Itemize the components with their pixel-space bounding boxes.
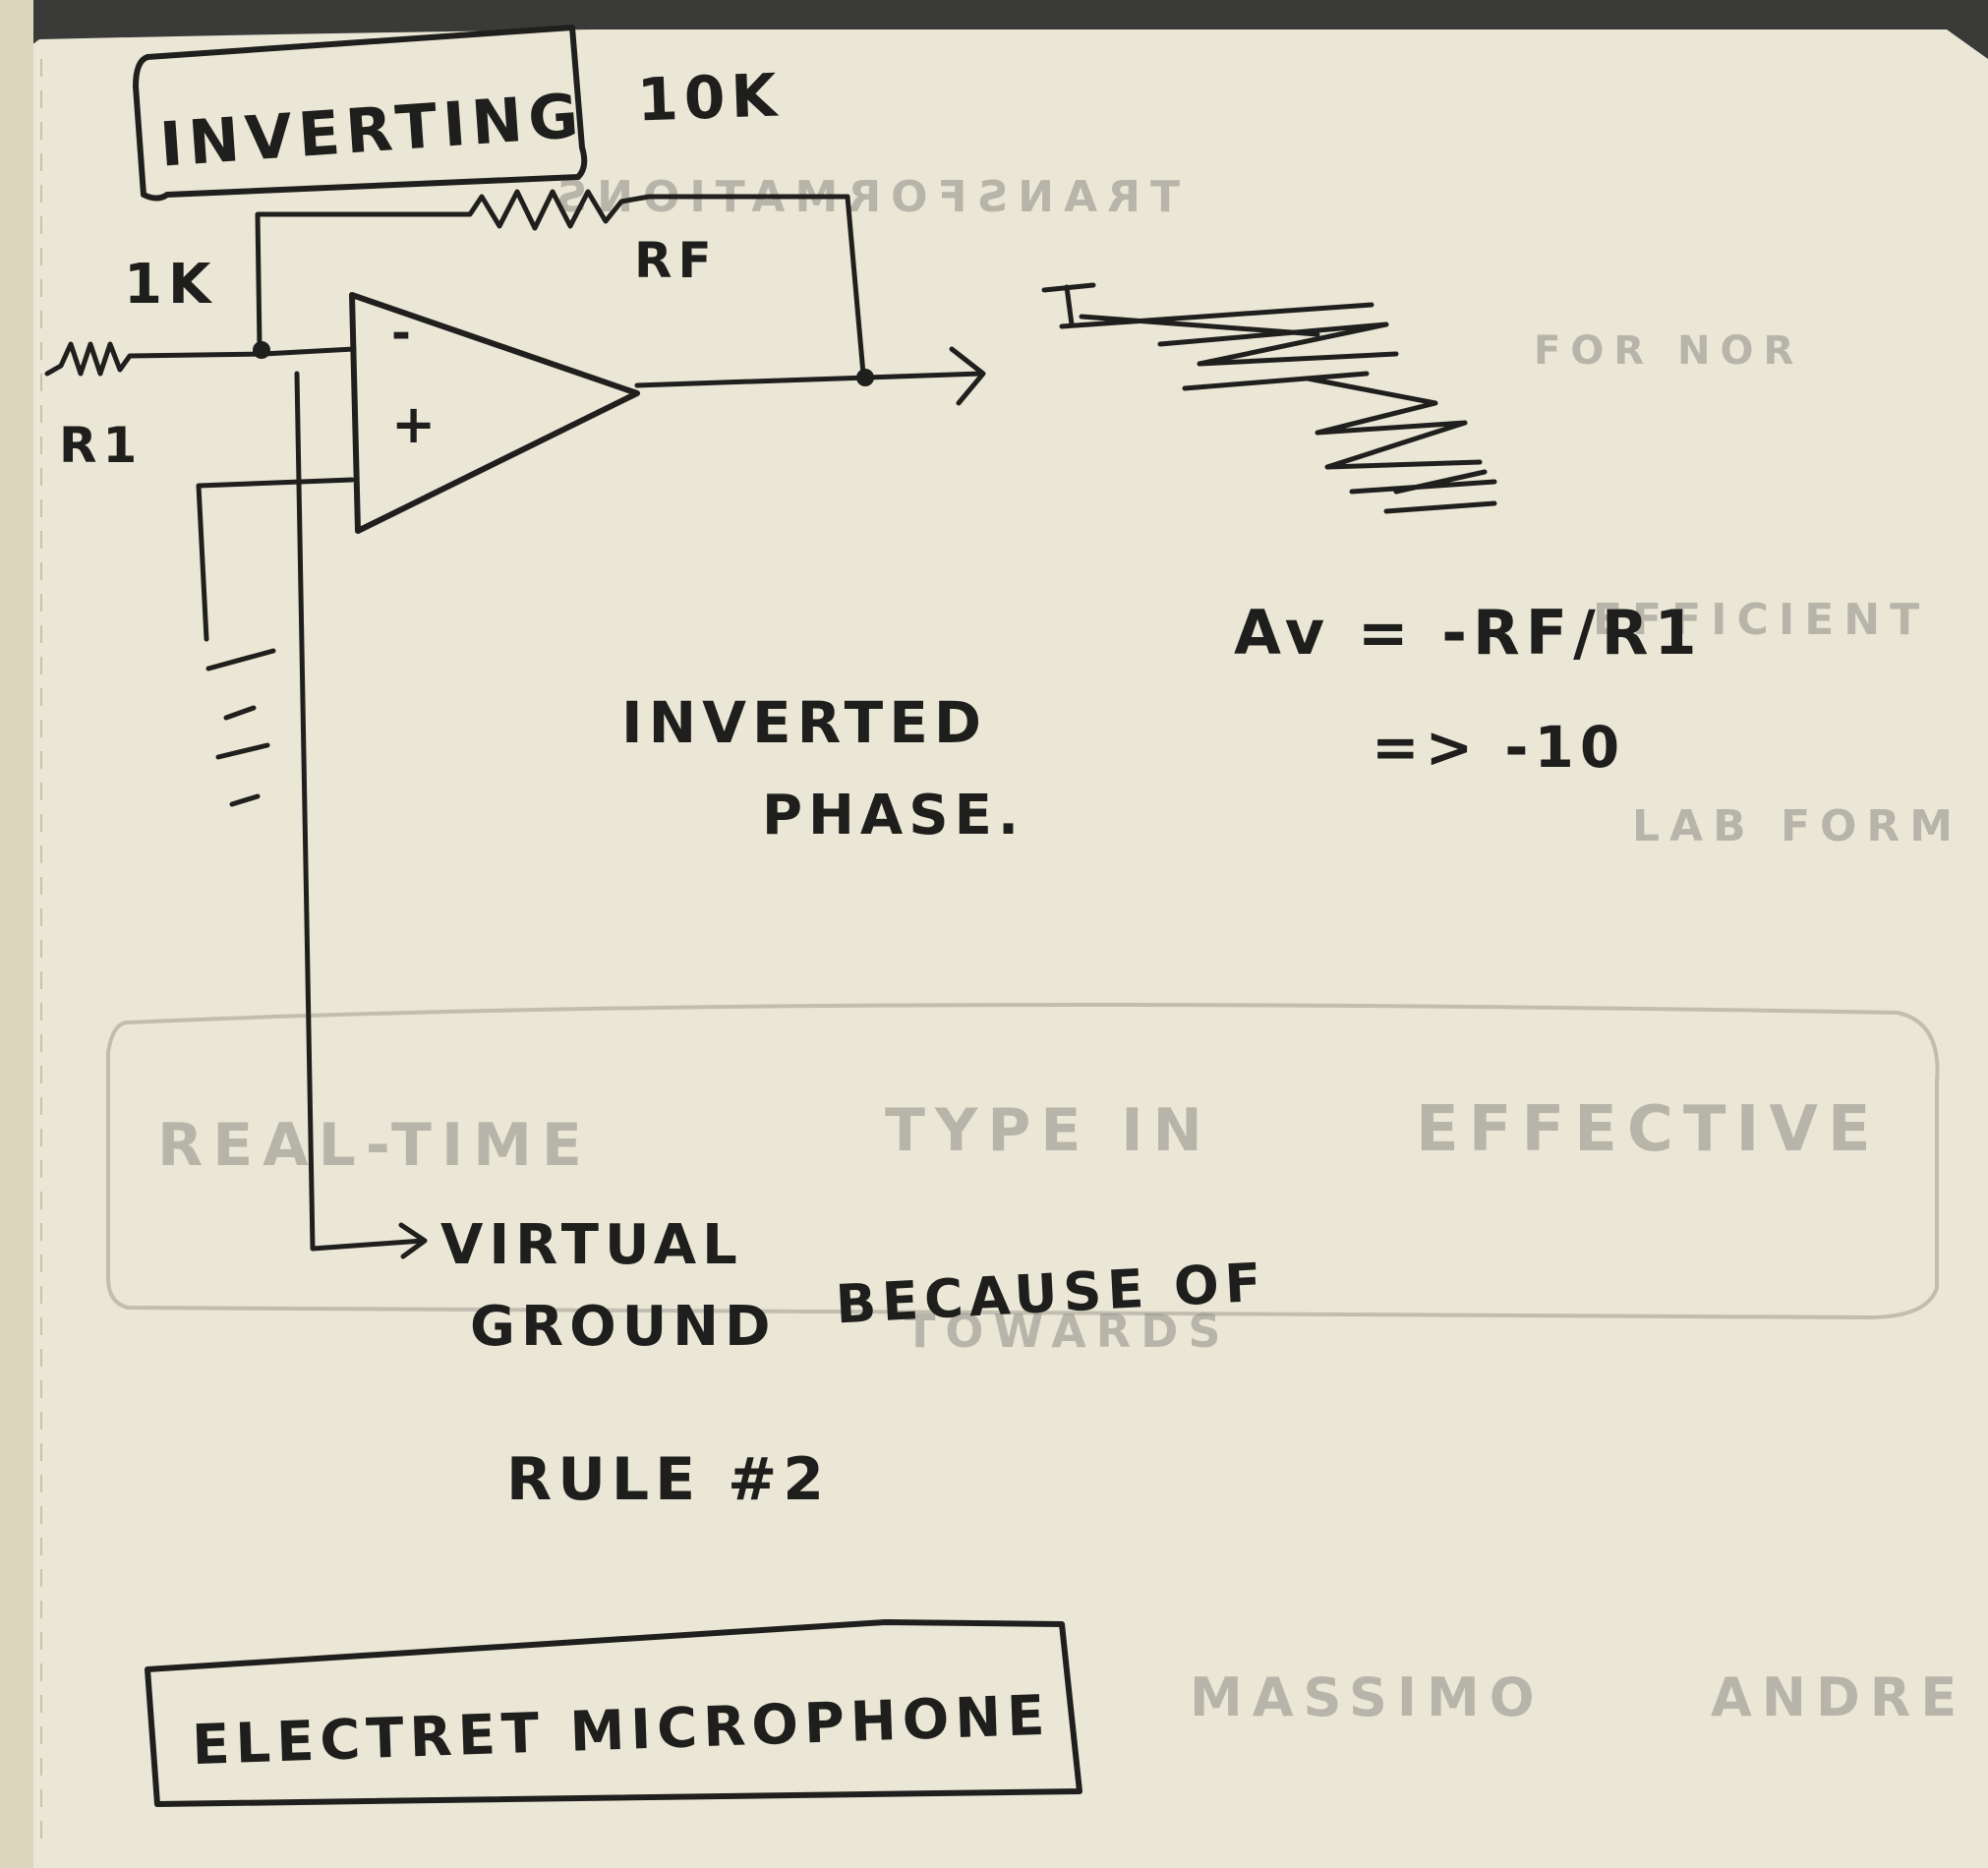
gain-formula: Av = -RF/R1: [1234, 597, 1703, 669]
scribbled-out-text: [1041, 282, 1497, 514]
opamp-triangle: [349, 292, 640, 534]
page-top-edge: [0, 0, 1988, 69]
inverting-node-dot: [253, 341, 270, 359]
opamp-plus-sign: +: [391, 393, 441, 455]
svg-text:MASSIMO: MASSIMO: [1190, 1666, 1545, 1728]
svg-text:ANDRE: ANDRE: [1711, 1666, 1966, 1728]
input-resistor: [44, 341, 357, 377]
electret-box-outline: [145, 1619, 1082, 1807]
svg-text:FOR NOR: FOR NOR: [1534, 328, 1803, 374]
svg-text:EFFECTIVE: EFFECTIVE: [1416, 1093, 1881, 1166]
page-left-binding: [0, 0, 33, 1868]
output-arrow-head: [949, 346, 986, 406]
virtual-ground-arrow-head: [398, 1222, 428, 1259]
svg-text:TOWARDS: TOWARDS: [905, 1305, 1231, 1358]
inverted-phase-line1: INVERTED: [621, 689, 987, 756]
virtual-ground-wire: [294, 371, 426, 1252]
battery-symbol: [205, 648, 276, 807]
opamp-minus-sign: -: [391, 306, 417, 361]
virtual-ground-line1: VIRTUAL: [440, 1213, 743, 1277]
input-resistor-value: 1K: [124, 253, 216, 317]
inverted-phase-line2: PHASE.: [762, 784, 1024, 847]
svg-text:EFFICIENT: EFFICIENT: [1593, 595, 1929, 645]
svg-text:TYPE IN: TYPE IN: [885, 1096, 1212, 1165]
inverting-opamp-schematic: RF 1K R1 - +: [44, 189, 986, 1259]
output-wire: [634, 371, 984, 388]
rf-resistor-label: RF: [634, 232, 718, 289]
svg-text:REAL-TIME: REAL-TIME: [157, 1111, 592, 1180]
feedback-wire: [255, 189, 866, 377]
gain-result: => -10: [1372, 714, 1625, 781]
rf-value-label: 10K: [636, 61, 784, 135]
virtual-ground-line2: GROUND: [470, 1295, 777, 1359]
svg-text:LAB FORM: LAB FORM: [1632, 801, 1962, 851]
title-box-outline: [133, 25, 588, 202]
rule-number-text: RULE #2: [506, 1445, 830, 1514]
output-node-dot: [856, 369, 874, 386]
input-resistor-label: R1: [59, 417, 143, 474]
